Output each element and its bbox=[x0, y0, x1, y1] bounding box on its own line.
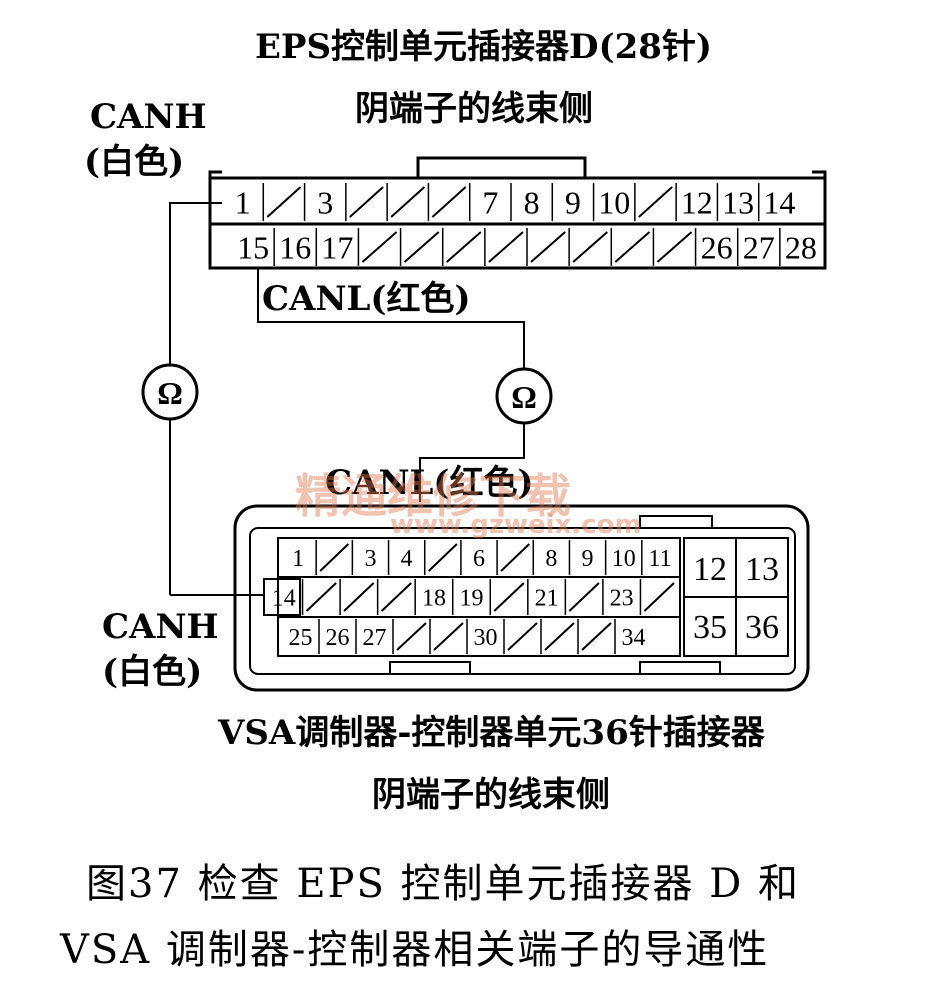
vsa-pin-14-frame bbox=[263, 578, 301, 616]
vsa-pin-1: 1 bbox=[292, 546, 304, 572]
vsa-pin-6: 6 bbox=[473, 546, 485, 572]
eps-connector-title: EPS控制单元插接器D(28针) bbox=[255, 27, 713, 67]
vsa-connector-title: VSA调制器-控制器单元36针插接器 bbox=[218, 713, 765, 753]
vsa-empty-slot bbox=[544, 622, 575, 651]
eps-empty-slot bbox=[361, 231, 398, 263]
eps-pin-28: 28 bbox=[785, 230, 817, 266]
vsa-pin-26: 26 bbox=[326, 625, 350, 651]
eps-empty-slot bbox=[614, 231, 651, 263]
eps-pin-10: 10 bbox=[598, 185, 630, 221]
eps-empty-slot bbox=[446, 231, 482, 263]
eps-empty-slot bbox=[266, 186, 302, 218]
vsa-pin-10: 10 bbox=[612, 546, 636, 572]
vsa-pin-18: 18 bbox=[422, 586, 446, 612]
vsa-pin-23: 23 bbox=[610, 586, 634, 612]
eps-pin-7: 7 bbox=[482, 185, 498, 221]
vsa-connector bbox=[233, 504, 810, 692]
eps-pin-15: 15 bbox=[237, 230, 269, 266]
vsa-pin-34: 34 bbox=[622, 625, 646, 651]
canh-bottom-label: CANH bbox=[102, 607, 219, 647]
vsa-pin-4: 4 bbox=[401, 546, 413, 572]
vsa-pin-13: 13 bbox=[745, 551, 779, 588]
vsa-empty-slot bbox=[568, 582, 600, 612]
vsa-empty-slot bbox=[433, 622, 464, 651]
eps-pin-17: 17 bbox=[321, 230, 353, 266]
eps-pin-16: 16 bbox=[279, 230, 311, 266]
eps-pin-9: 9 bbox=[565, 185, 581, 221]
eps-empty-slot bbox=[488, 231, 524, 263]
eps-empty-slot bbox=[530, 231, 566, 263]
canl-top-label: CANL(红色) bbox=[262, 279, 471, 319]
vsa-pin-8: 8 bbox=[545, 546, 557, 572]
vsa-empty-slot bbox=[380, 582, 412, 612]
figure-caption-line1: 图37 检查 EPS 控制单元插接器 D 和 bbox=[86, 861, 801, 907]
vsa-pin-27: 27 bbox=[363, 625, 387, 651]
eps-empty-slot bbox=[656, 231, 693, 263]
canh-top-color-label: (白色) bbox=[84, 142, 185, 182]
canh-bottom-color-label: (白色) bbox=[102, 652, 203, 692]
vsa-pin-30: 30 bbox=[474, 625, 498, 651]
vsa-pin-36: 36 bbox=[745, 609, 779, 646]
vsa-pin-25: 25 bbox=[289, 625, 313, 651]
vsa-pin-35: 35 bbox=[693, 609, 727, 646]
eps-empty-slot bbox=[390, 186, 426, 218]
vsa-pin-9: 9 bbox=[582, 546, 594, 572]
canh-top-label: CANH bbox=[90, 97, 207, 137]
vsa-empty-slot bbox=[507, 622, 538, 651]
vsa-pin-19: 19 bbox=[460, 586, 484, 612]
ohm-symbol-right: Ω bbox=[511, 379, 537, 415]
eps-pin-1: 1 bbox=[235, 185, 251, 221]
vsa-empty-slot bbox=[396, 622, 427, 651]
eps-pin-26: 26 bbox=[701, 230, 733, 266]
eps-empty-slot bbox=[349, 186, 384, 218]
vsa-empty-slot bbox=[493, 582, 525, 612]
vsa-pin-12: 12 bbox=[693, 551, 727, 588]
eps-connector-subtitle: 阴端子的线束侧 bbox=[355, 89, 593, 129]
canl-wire bbox=[257, 268, 525, 370]
vsa-pin-21: 21 bbox=[535, 586, 559, 612]
vsa-pin-11: 11 bbox=[648, 546, 671, 572]
vsa-connector-subtitle: 阴端子的线束侧 bbox=[372, 775, 610, 815]
vsa-empty-slot bbox=[305, 582, 337, 612]
canh-wire bbox=[169, 202, 222, 365]
eps-connector bbox=[208, 156, 827, 270]
vsa-empty-slot bbox=[581, 622, 612, 651]
vsa-pin-3: 3 bbox=[364, 546, 376, 572]
vsa-pin-14: 14 bbox=[272, 586, 296, 612]
eps-empty-slot bbox=[572, 231, 608, 263]
eps-pin-8: 8 bbox=[524, 185, 540, 221]
vsa-empty-slot bbox=[319, 543, 350, 572]
eps-pin-27: 27 bbox=[743, 230, 775, 266]
ohmmeter-left: Ω bbox=[141, 363, 199, 421]
eps-empty-slot bbox=[431, 186, 467, 218]
ohmmeter-right: Ω bbox=[495, 367, 553, 425]
ohm-symbol-left: Ω bbox=[157, 375, 183, 411]
eps-empty-slot bbox=[638, 186, 673, 218]
canl-bottom-label: CANL(红色) bbox=[325, 463, 534, 503]
eps-pin-14: 14 bbox=[763, 185, 795, 221]
vsa-empty-slot bbox=[343, 582, 375, 612]
figure-caption-line2: VSA 调制器-控制器相关端子的导通性 bbox=[60, 927, 770, 973]
watermark-url: www.gzweix.com bbox=[390, 510, 642, 540]
vsa-empty-slot bbox=[500, 543, 530, 572]
eps-pin-3: 3 bbox=[317, 185, 333, 221]
vsa-empty-slot bbox=[643, 582, 675, 612]
eps-pin-13: 13 bbox=[722, 185, 754, 221]
vsa-empty-slot bbox=[428, 543, 458, 572]
canl-wire-lower bbox=[419, 420, 525, 502]
watermark-text: 精通维修下载 bbox=[295, 469, 571, 523]
eps-pin-12: 12 bbox=[681, 185, 713, 221]
eps-empty-slot bbox=[403, 231, 440, 263]
